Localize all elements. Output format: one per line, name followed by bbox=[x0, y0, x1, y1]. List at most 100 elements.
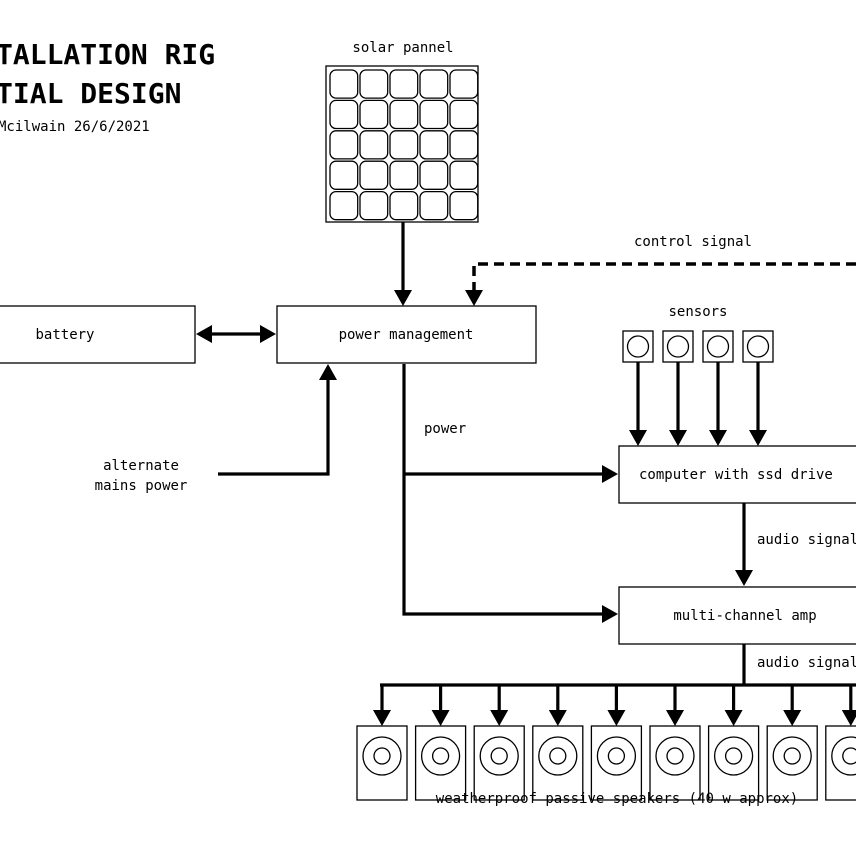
solar-cell bbox=[449, 99, 479, 130]
battery-label: battery bbox=[35, 327, 94, 343]
solar-cell bbox=[419, 160, 449, 190]
arrowhead-speaker bbox=[431, 710, 450, 726]
solar-cell bbox=[419, 69, 449, 99]
arrowhead-speaker bbox=[373, 710, 391, 726]
sensor-lens bbox=[626, 335, 650, 358]
solar-cell bbox=[449, 69, 479, 99]
arrowhead-power-left bbox=[260, 325, 276, 343]
speaker-cone-inner bbox=[490, 747, 508, 765]
battery-node: battery bbox=[0, 305, 196, 364]
speaker bbox=[414, 725, 467, 801]
solar-cell bbox=[389, 130, 419, 160]
sensor bbox=[622, 330, 654, 363]
solar-cell bbox=[419, 190, 449, 221]
computer-node: computer with ssd drive bbox=[618, 445, 856, 504]
arrowhead-sensor bbox=[629, 430, 647, 446]
amp-label: multi-channel amp bbox=[673, 608, 816, 624]
solar-cell bbox=[329, 130, 359, 160]
arrowhead-sensor bbox=[709, 430, 727, 446]
connections bbox=[196, 222, 856, 726]
audio-signal-label-1: audio signal bbox=[757, 532, 856, 548]
arrowhead-speaker bbox=[666, 710, 684, 726]
solar-cell bbox=[389, 99, 419, 130]
arrowhead-speaker bbox=[783, 710, 802, 726]
speaker-cone-inner bbox=[666, 747, 684, 765]
arrowhead-speaker bbox=[548, 710, 567, 726]
arrowhead-sensor bbox=[669, 430, 687, 446]
control-signal-label: control signal bbox=[634, 234, 752, 250]
arrowhead-speaker bbox=[607, 710, 626, 726]
wire-power-to-amp bbox=[402, 364, 604, 616]
sensor bbox=[662, 330, 694, 363]
arrowhead-battery bbox=[196, 325, 212, 343]
sensors-label: sensors bbox=[668, 304, 727, 320]
solar-cell bbox=[419, 130, 449, 160]
solar-cell bbox=[389, 69, 419, 99]
solar-cell bbox=[449, 190, 479, 221]
solar-panel bbox=[325, 65, 479, 223]
solar-cell bbox=[389, 160, 419, 190]
speaker-cone-inner bbox=[783, 747, 801, 765]
alternate-mains-label-line-1: alternate bbox=[103, 458, 179, 474]
solar-cell bbox=[329, 69, 359, 99]
solar-cell bbox=[329, 99, 359, 130]
arrowhead-sensor bbox=[749, 430, 767, 446]
wire-control-signal bbox=[472, 262, 856, 292]
sensor-lens bbox=[666, 335, 690, 358]
title-line-1: TALLATION RIG bbox=[0, 38, 215, 71]
speaker-cone-inner bbox=[607, 747, 626, 765]
power-management-node: power management bbox=[276, 305, 537, 364]
solar-cell bbox=[359, 99, 389, 130]
arrowhead-computer bbox=[602, 465, 618, 483]
arrowhead-mains bbox=[319, 364, 337, 380]
audio-signal-label-2: audio signal bbox=[757, 655, 856, 671]
solar-cell bbox=[359, 69, 389, 99]
sensor bbox=[742, 330, 774, 363]
solar-cell bbox=[329, 190, 359, 221]
arrowhead-solar bbox=[394, 290, 412, 306]
solar-cell bbox=[359, 130, 389, 160]
speakers-group bbox=[356, 725, 856, 801]
power-management-label: power management bbox=[339, 327, 474, 343]
sensor-lens bbox=[746, 335, 770, 358]
alternate-mains-label-line-2: mains power bbox=[95, 478, 188, 494]
solar-cell bbox=[449, 130, 479, 160]
sensor-lens bbox=[706, 335, 730, 358]
solar-cell bbox=[389, 190, 419, 221]
solar-panel-label: solar pannel bbox=[352, 40, 453, 56]
speaker-cone-inner bbox=[724, 747, 743, 765]
arrowhead-audio-1 bbox=[735, 570, 753, 586]
computer-label: computer with ssd drive bbox=[639, 467, 833, 483]
speaker-cone-inner bbox=[549, 747, 567, 765]
solar-cell bbox=[329, 160, 359, 190]
sensors-group bbox=[622, 330, 774, 363]
speaker bbox=[473, 725, 525, 801]
arrowhead-speaker bbox=[841, 710, 856, 726]
speaker bbox=[356, 725, 408, 801]
speaker bbox=[590, 725, 643, 801]
power-label: power bbox=[424, 421, 466, 437]
title-line-2: TIAL DESIGN bbox=[0, 77, 181, 110]
title-byline: Mcilwain 26/6/2021 bbox=[0, 119, 150, 135]
speakers-label: weatherproof passive speakers (40 w appr… bbox=[436, 791, 798, 807]
solar-cell bbox=[449, 160, 479, 190]
solar-cell bbox=[419, 99, 449, 130]
speaker bbox=[649, 725, 701, 801]
speaker-cone-inner bbox=[373, 747, 391, 765]
sensor bbox=[702, 330, 734, 363]
speaker-cone-inner bbox=[842, 747, 856, 765]
amp-node: multi-channel amp bbox=[618, 586, 856, 645]
speaker-cone-inner bbox=[431, 747, 450, 765]
speaker bbox=[766, 725, 818, 801]
arrowhead-amp bbox=[602, 605, 618, 623]
solar-cell bbox=[359, 160, 389, 190]
speaker bbox=[707, 725, 760, 801]
speaker bbox=[825, 725, 856, 801]
arrowhead-control bbox=[465, 290, 483, 306]
speaker bbox=[532, 725, 584, 801]
arrowhead-speaker bbox=[724, 710, 743, 726]
solar-cell bbox=[359, 190, 389, 221]
wire-mains bbox=[218, 378, 330, 476]
arrowhead-speaker bbox=[490, 710, 509, 726]
